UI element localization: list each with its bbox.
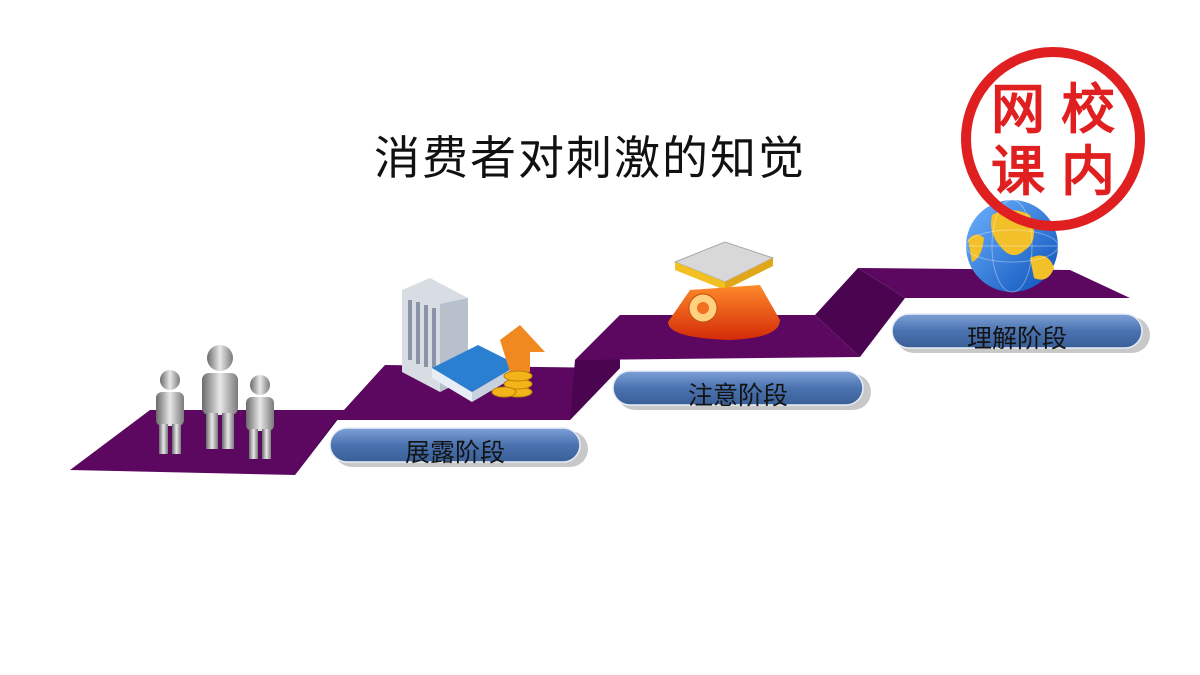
people-group-icon [156, 345, 274, 459]
label-pill-2 [612, 370, 871, 410]
stage-label-comprehension: 理解阶段 [966, 324, 1067, 353]
stage-label-exposure: 展露阶段 [404, 438, 505, 467]
weighing-scale-icon [668, 241, 780, 340]
label-pill-3 [891, 313, 1150, 353]
watermark-stamp: 网 校 课 内 [958, 44, 1148, 234]
stamp-ring [961, 47, 1145, 231]
page-title: 消费者对刺激的知觉 [374, 131, 806, 185]
stage-label-attention: 注意阶段 [687, 381, 788, 410]
stamp-char-1: 网 [991, 78, 1045, 141]
stamp-char-4: 内 [1061, 140, 1115, 203]
office-building-with-money-icon [402, 278, 545, 402]
stamp-char-3: 课 [991, 140, 1045, 203]
stamp-char-2: 校 [1061, 78, 1115, 141]
label-pill-1 [329, 427, 588, 467]
